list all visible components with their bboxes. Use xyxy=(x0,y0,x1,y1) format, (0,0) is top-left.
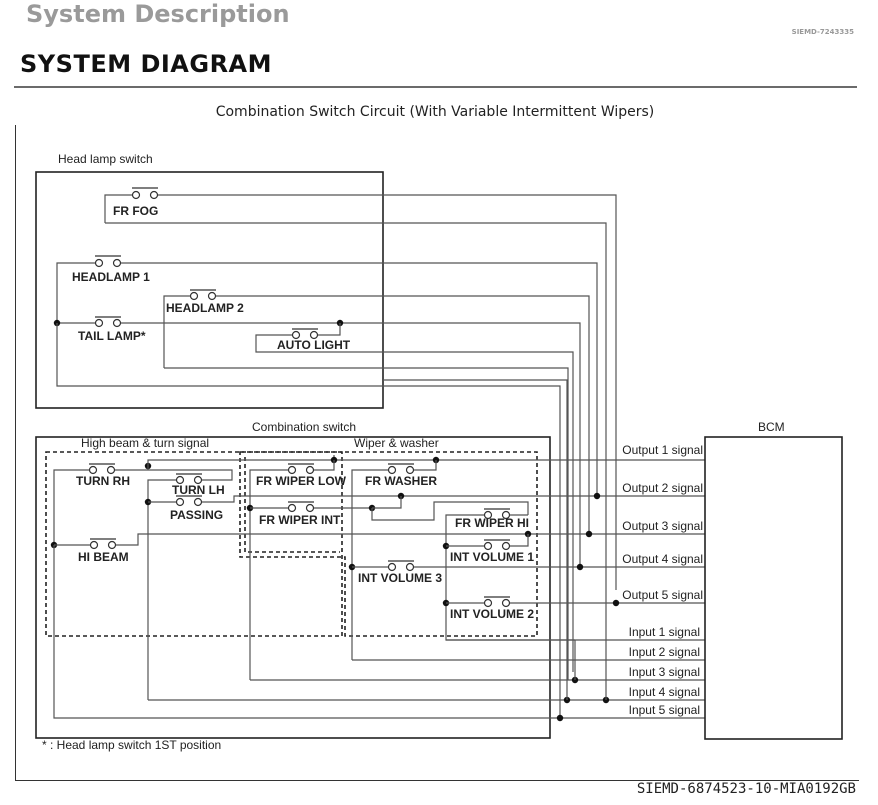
wire-input5 xyxy=(53,545,560,719)
label-input-3: Input 3 signal xyxy=(629,665,700,679)
section-title: System Description xyxy=(26,0,290,28)
footnote: * : Head lamp switch 1ST position xyxy=(42,738,221,752)
switch-headlamp-1 xyxy=(94,255,122,268)
wire-input3 xyxy=(164,367,569,680)
wire xyxy=(147,479,176,700)
combination-switch-box xyxy=(35,436,551,739)
wire xyxy=(163,295,190,368)
wire xyxy=(56,262,95,323)
wire-output3 xyxy=(114,533,705,546)
doc-id: SIEMD-7243335 xyxy=(791,28,854,36)
label-headlamp-1: HEADLAMP 1 xyxy=(72,270,150,284)
label-input-1: Input 1 signal xyxy=(629,625,700,639)
label-output-4: Output 4 signal xyxy=(622,552,703,566)
label-passing: PASSING xyxy=(170,508,223,522)
junction xyxy=(576,563,584,571)
wiper-washer-group xyxy=(239,451,538,637)
label-input-4: Input 4 signal xyxy=(629,685,700,699)
label-turn-rh: TURN RH xyxy=(76,474,130,488)
switch-passing xyxy=(175,495,203,507)
wire xyxy=(371,501,529,521)
junction xyxy=(585,530,593,538)
bcm-box xyxy=(704,436,843,740)
combination-switch-title: Combination switch xyxy=(252,420,356,434)
wire xyxy=(383,379,568,700)
wire xyxy=(147,455,335,470)
switch-fr-wiper-hi xyxy=(483,508,511,520)
high-beam-turn-group-title: High beam & turn signal xyxy=(81,436,209,450)
label-output-5: Output 5 signal xyxy=(622,588,703,602)
wire xyxy=(53,469,89,545)
switch-auto-light xyxy=(291,328,319,340)
label-fr-fog: FR FOG xyxy=(113,204,158,218)
label-int-volume-1: INT VOLUME 1 xyxy=(450,550,534,564)
head-lamp-switch-box xyxy=(35,171,384,409)
wire xyxy=(312,460,335,471)
wiper-washer-group-title: Wiper & washer xyxy=(354,436,439,450)
switch-fr-fog xyxy=(131,187,159,200)
junction xyxy=(556,714,564,722)
group-border-inner xyxy=(244,457,340,553)
label-fr-wiper-low: FR WIPER LOW xyxy=(256,474,347,488)
junction xyxy=(612,599,620,607)
label-tail-lamp: TAIL LAMP* xyxy=(78,329,146,343)
switch-turn-lh xyxy=(175,473,203,485)
wire xyxy=(372,496,402,509)
label-fr-washer: FR WASHER xyxy=(365,474,437,488)
junction xyxy=(593,492,601,500)
wire-output2 xyxy=(119,262,598,495)
bcm-title: BCM xyxy=(758,420,785,434)
label-turn-lh: TURN LH xyxy=(172,483,225,497)
wire-output2 xyxy=(200,495,705,503)
wire-output3 xyxy=(214,295,590,534)
wire xyxy=(412,460,437,471)
label-auto-light: AUTO LIGHT xyxy=(277,338,351,352)
switch-fr-washer xyxy=(387,463,415,475)
head-lamp-switch-title: Head lamp switch xyxy=(58,152,153,166)
wire xyxy=(351,469,388,660)
wire xyxy=(508,534,529,547)
label-fr-wiper-hi: FR WIPER HI xyxy=(455,516,529,530)
wire xyxy=(318,323,341,336)
switch-fr-wiper-int xyxy=(287,501,315,513)
switch-int-volume-2 xyxy=(483,596,511,608)
switch-int-volume-1 xyxy=(483,539,511,551)
switch-tail-lamp xyxy=(94,316,122,328)
title-divider xyxy=(14,86,857,88)
switch-hi-beam xyxy=(89,538,117,550)
label-output-2: Output 2 signal xyxy=(622,481,703,495)
label-hi-beam: HI BEAM xyxy=(78,550,129,564)
label-int-volume-2: INT VOLUME 2 xyxy=(450,607,534,621)
switch-int-volume-3 xyxy=(387,560,415,572)
wire-input5 xyxy=(56,323,561,718)
wire-output4 xyxy=(119,322,581,566)
wire xyxy=(249,469,288,680)
switch-headlamp-2 xyxy=(189,289,217,301)
switch-fr-wiper-low xyxy=(287,463,315,475)
wire xyxy=(255,334,574,672)
wire-output5 xyxy=(156,194,617,590)
label-input-5: Input 5 signal xyxy=(629,703,700,717)
label-input-2: Input 2 signal xyxy=(629,645,700,659)
diagram-frame xyxy=(15,125,859,781)
wire xyxy=(104,194,132,223)
figure-id: SIEMD-6874523-10-MIA0192GB xyxy=(636,781,856,797)
label-output-1: Output 1 signal xyxy=(622,443,703,457)
high-beam-turn-signal-group xyxy=(45,451,343,637)
label-output-3: Output 3 signal xyxy=(622,519,703,533)
wire xyxy=(148,469,233,481)
label-int-volume-3: INT VOLUME 3 xyxy=(358,571,442,585)
diagram-caption: Combination Switch Circuit (With Variabl… xyxy=(215,104,655,120)
page-title: SYSTEM DIAGRAM xyxy=(20,50,273,78)
switch-turn-rh xyxy=(88,463,116,475)
label-fr-wiper-int: FR WIPER INT xyxy=(259,513,341,527)
label-headlamp-2: HEADLAMP 2 xyxy=(166,301,244,315)
